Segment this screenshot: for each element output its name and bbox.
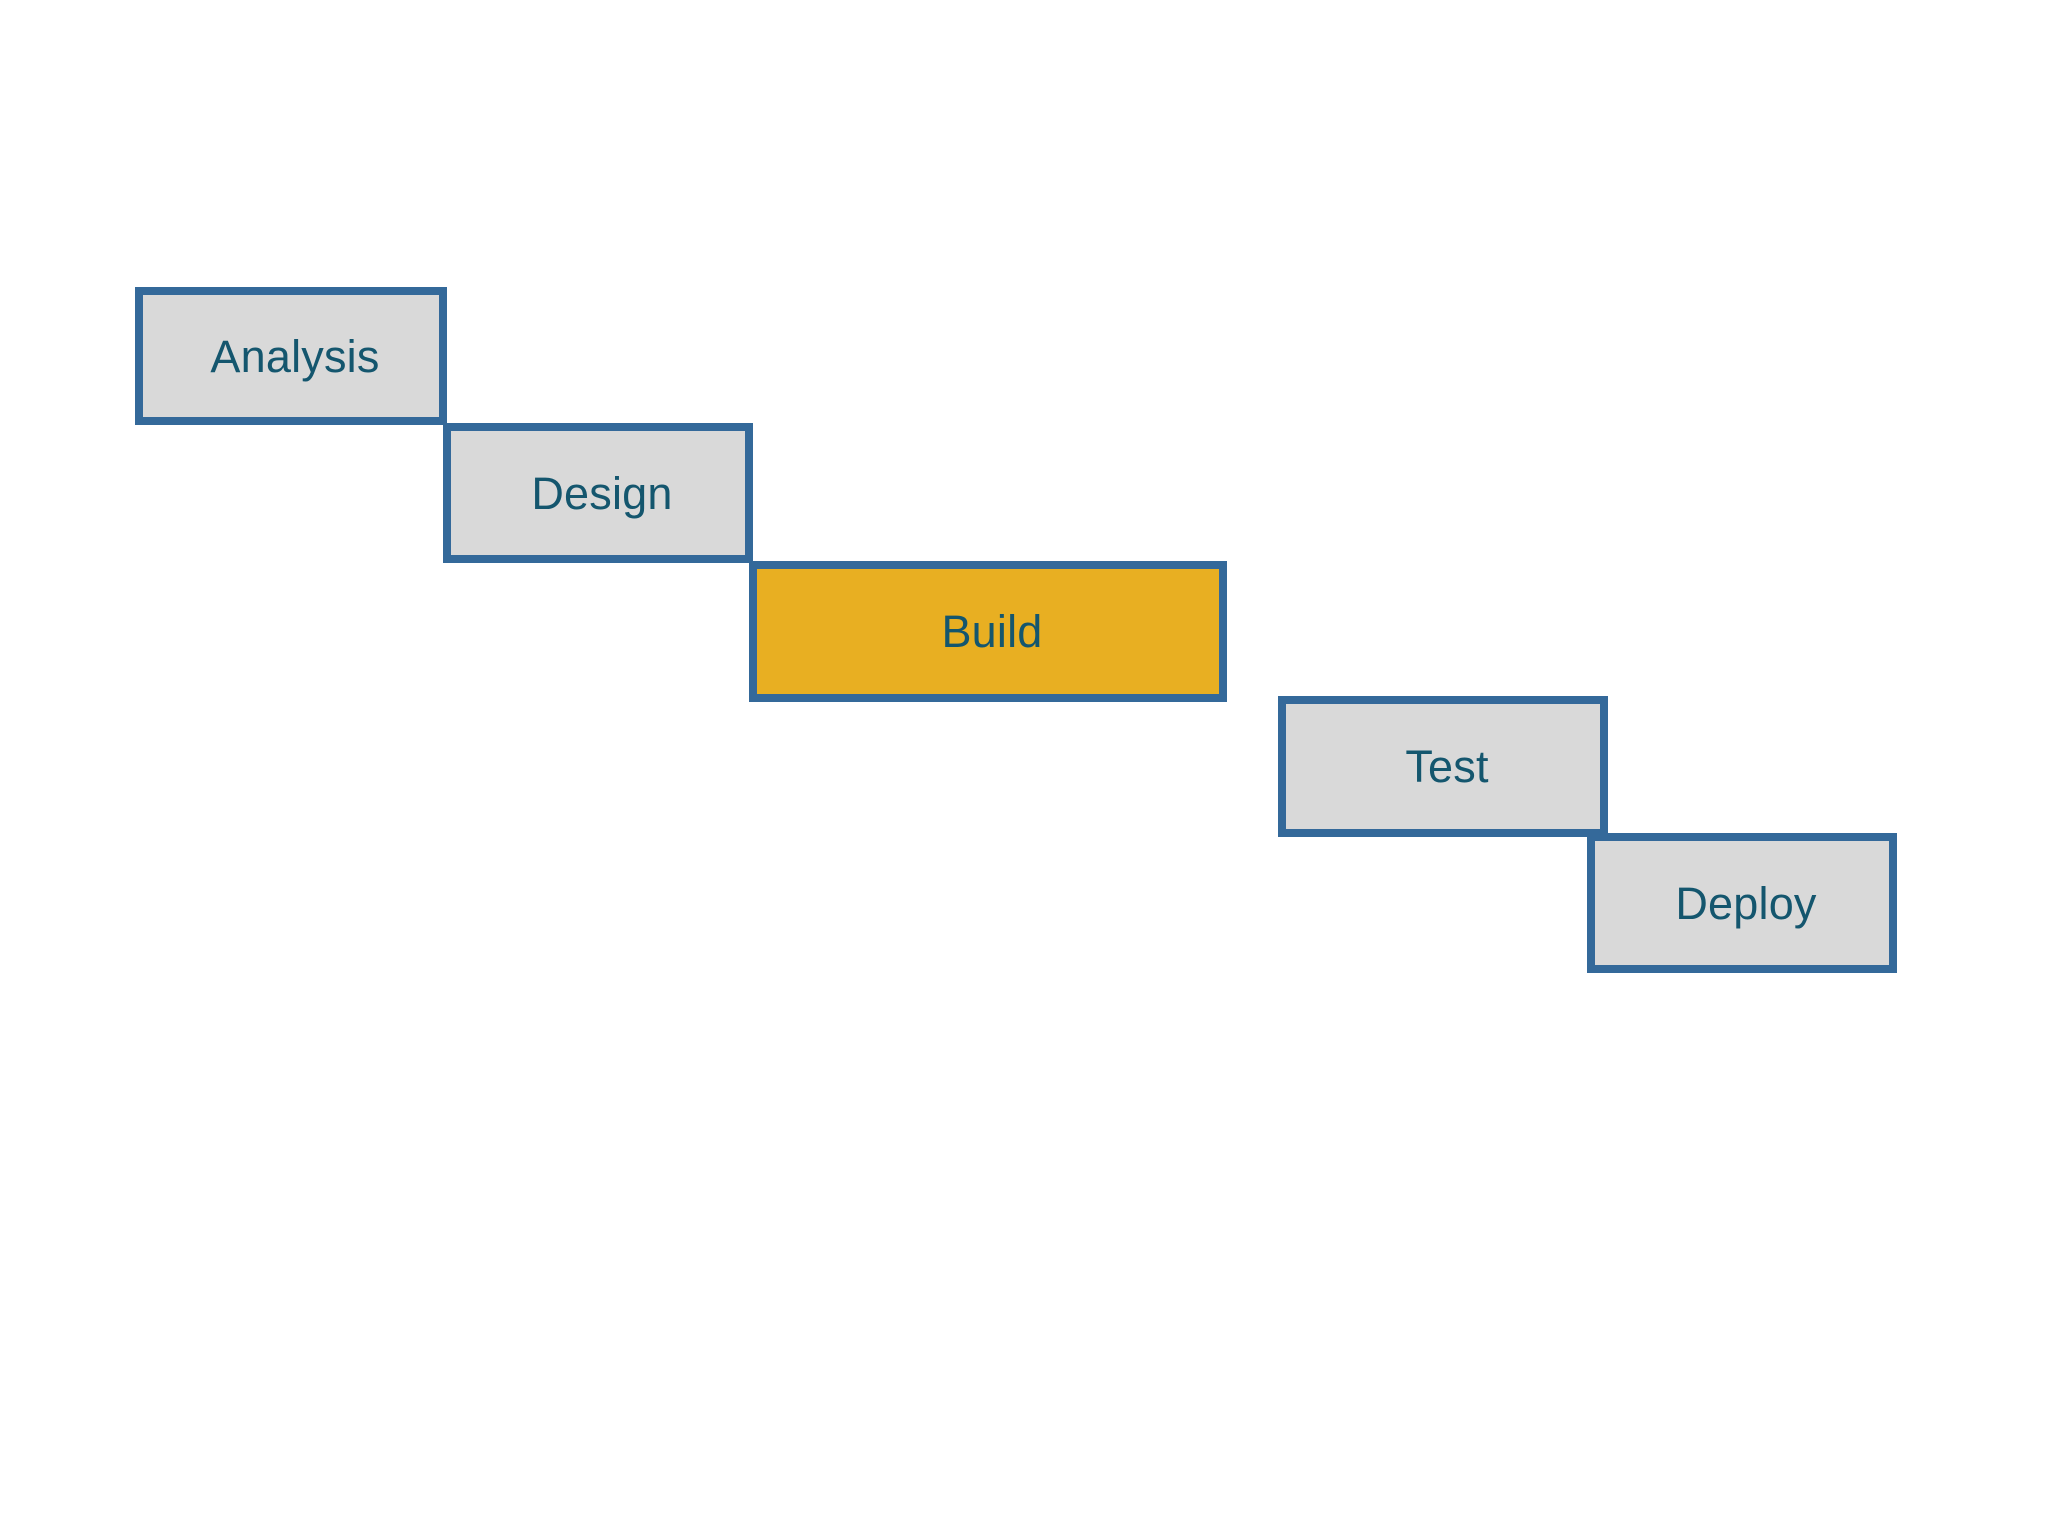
phase-label-analysis: Analysis <box>210 330 380 382</box>
phase-box-test[interactable]: Test <box>1278 696 1608 837</box>
phase-box-analysis[interactable]: Analysis <box>135 287 447 425</box>
phase-box-design[interactable]: Design <box>443 423 753 563</box>
phase-box-build[interactable]: Build <box>749 561 1227 702</box>
phase-label-design: Design <box>531 467 673 519</box>
phase-box-deploy[interactable]: Deploy <box>1587 833 1897 973</box>
phase-label-build: Build <box>941 606 1043 657</box>
phase-label-deploy: Deploy <box>1675 877 1817 929</box>
phase-label-test: Test <box>1405 741 1489 792</box>
